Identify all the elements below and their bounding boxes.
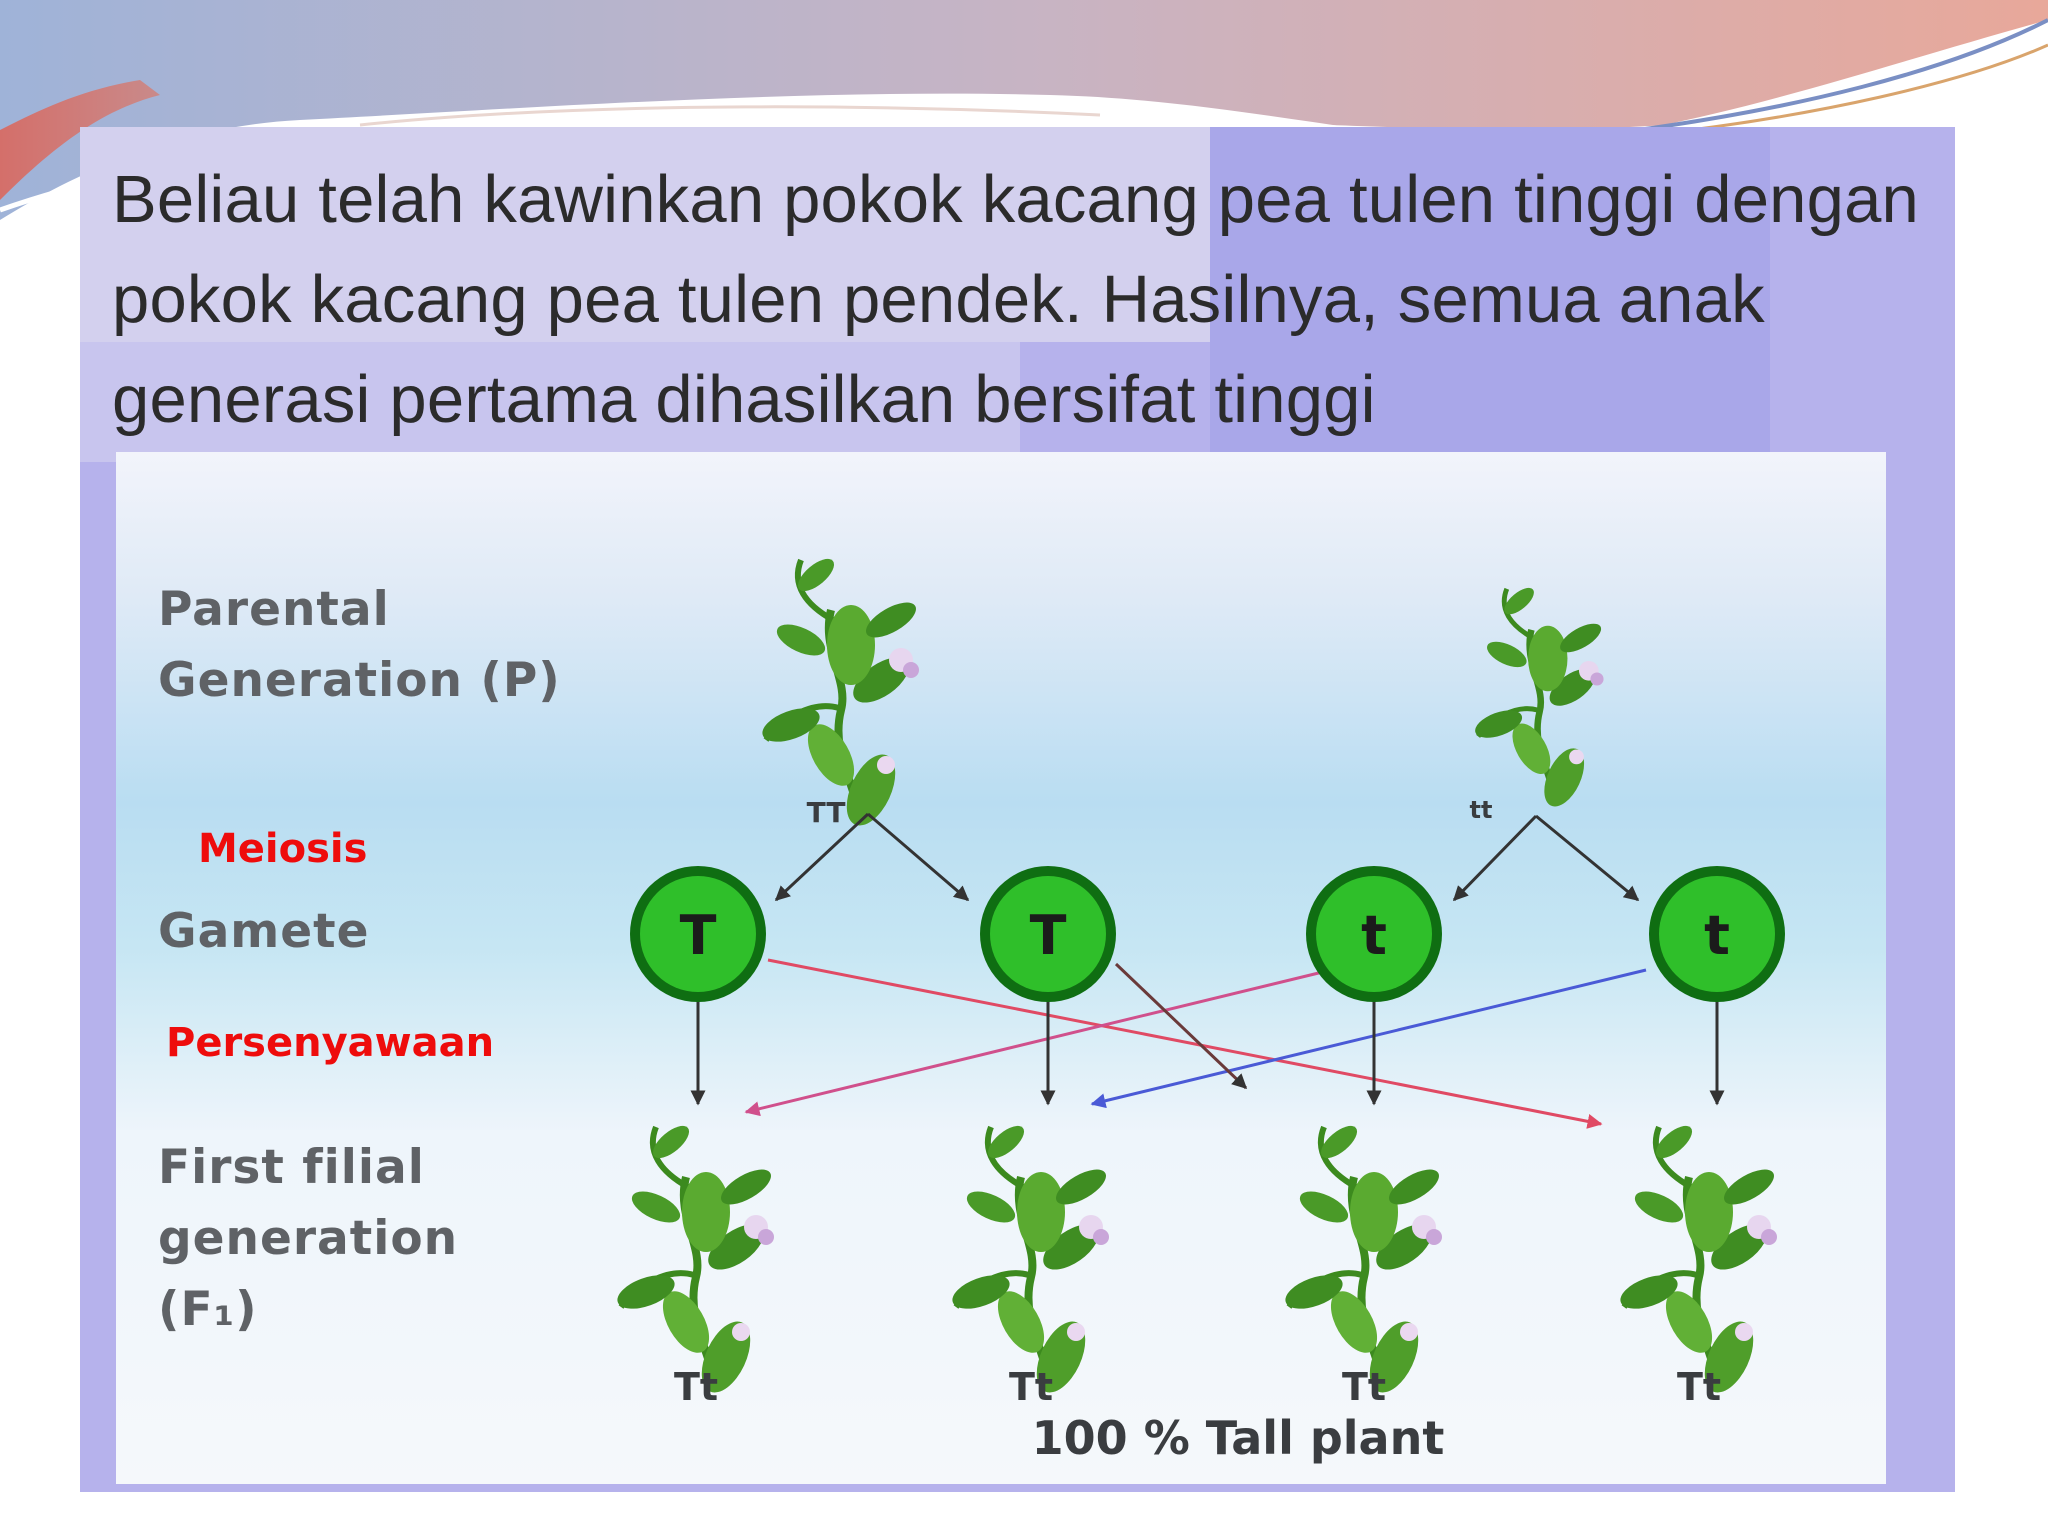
meiosis-arrow xyxy=(1452,814,1538,902)
pea-plant-icon xyxy=(613,1120,776,1400)
gamete-circle: T xyxy=(630,866,766,1002)
meiosis-arrow xyxy=(1535,814,1640,902)
gamete-allele: t xyxy=(1361,904,1387,967)
gamete-allele: T xyxy=(680,904,717,967)
offspring-genotype: Tt xyxy=(1677,1365,1721,1409)
meiosis-arrow xyxy=(774,812,870,902)
gamete-allele: t xyxy=(1704,904,1730,967)
parental-generation-label: Parental Generation (P) xyxy=(158,582,561,708)
offspring-genotype: Tt xyxy=(1009,1365,1053,1409)
pea-plant-icon xyxy=(1472,583,1606,812)
parent-genotype-tall: TT xyxy=(807,796,846,829)
offspring-genotype: Tt xyxy=(1342,1365,1386,1409)
gamete-circle: T xyxy=(980,866,1116,1002)
pea-plant-icon xyxy=(1281,1120,1444,1400)
pea-plant-icon xyxy=(948,1120,1111,1400)
offspring-genotype: Tt xyxy=(674,1365,718,1409)
monohybrid-cross-diagram: Parental Generation (P) Meiosis Gamete P… xyxy=(116,452,1886,1484)
pea-plant-icon xyxy=(758,553,921,833)
fertilisation-arrow xyxy=(744,968,1332,1117)
background-band xyxy=(80,127,1210,342)
pea-plant-icon xyxy=(1616,1120,1779,1400)
gamete-allele: T xyxy=(1030,904,1067,967)
fertilisation-label: Persenyawaan xyxy=(166,1020,495,1066)
background-band xyxy=(1210,127,1770,467)
fertilisation-arrow xyxy=(1114,962,1248,1090)
parent-genotype-short: tt xyxy=(1470,796,1493,824)
cross-diagram-graphics: TT tt T T t xyxy=(116,452,1785,1465)
meiosis-label: Meiosis xyxy=(198,826,368,872)
slide-caption: Beliau telah kawinkan pokok kacang pea t… xyxy=(112,162,1920,437)
gamete-circle: t xyxy=(1649,866,1785,1002)
gamete-circle: t xyxy=(1306,866,1442,1002)
meiosis-arrow xyxy=(867,812,970,902)
first-filial-generation-label: First filial generation (F₁) xyxy=(158,1140,459,1337)
fertilisation-arrow xyxy=(1090,968,1647,1109)
gamete-label: Gamete xyxy=(158,904,370,959)
background-band xyxy=(80,342,1020,462)
fertilisation-arrow xyxy=(767,958,1603,1129)
result-label: 100 % Tall plant xyxy=(1032,1411,1445,1465)
